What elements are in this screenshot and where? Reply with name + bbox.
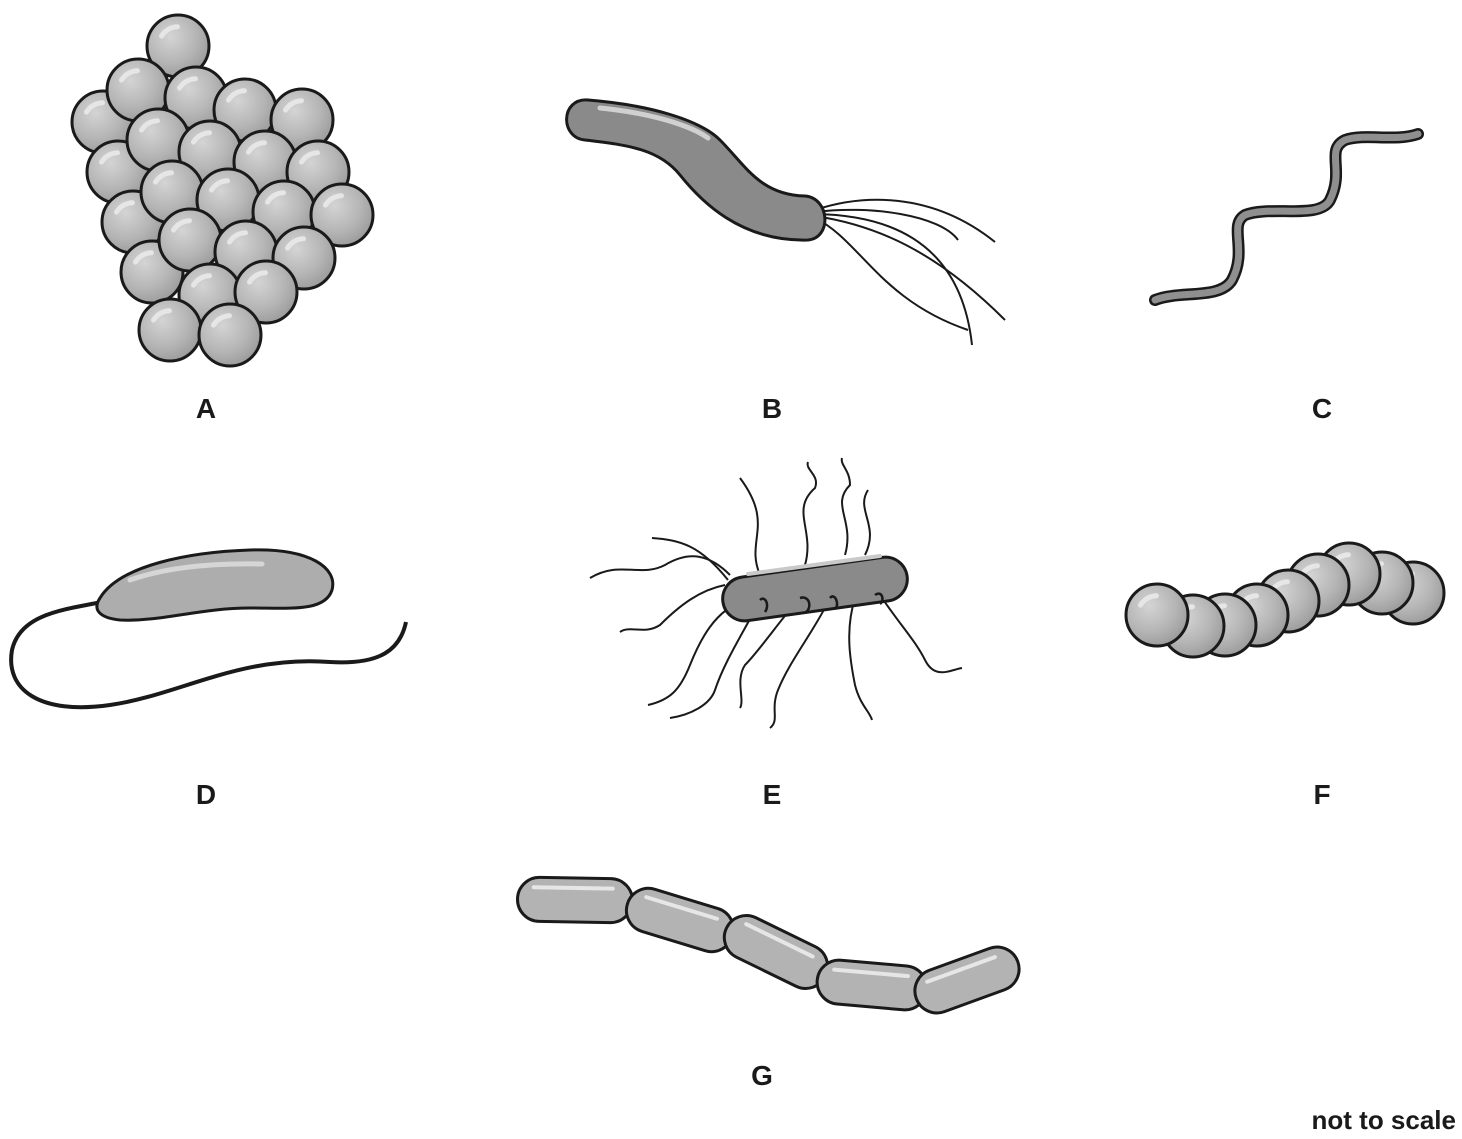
flagellated-rod-e <box>590 458 962 728</box>
label-c: C <box>1312 393 1332 424</box>
coccus-f-9 <box>1126 584 1188 646</box>
flagella-tuft-b <box>815 200 1005 345</box>
label-f: F <box>1313 779 1330 810</box>
rod-body-b <box>567 100 825 240</box>
rod-g-5 <box>909 941 1026 1019</box>
coccus-a-24 <box>199 304 261 366</box>
coccus-a-23 <box>139 299 201 361</box>
curved-rod-b <box>567 100 1005 345</box>
coccus-a-18 <box>159 209 221 271</box>
rod-g-4 <box>815 958 928 1011</box>
chain-rods-g <box>517 877 1025 1019</box>
label-g: G <box>751 1060 773 1091</box>
label-e: E <box>763 779 782 810</box>
spiral-c <box>1155 134 1418 300</box>
cluster-cocci-a <box>72 15 373 366</box>
label-d: D <box>196 779 216 810</box>
flagellum-d <box>11 602 406 707</box>
vibrio-d <box>11 550 406 707</box>
scale-note: not to scale <box>1312 1105 1456 1135</box>
chain-cocci-f <box>1126 543 1444 657</box>
label-b: B <box>762 393 782 424</box>
vibrio-body-d <box>97 550 333 620</box>
label-a: A <box>196 393 216 424</box>
rod-g-1 <box>517 877 633 923</box>
rod-g-2 <box>621 883 739 957</box>
